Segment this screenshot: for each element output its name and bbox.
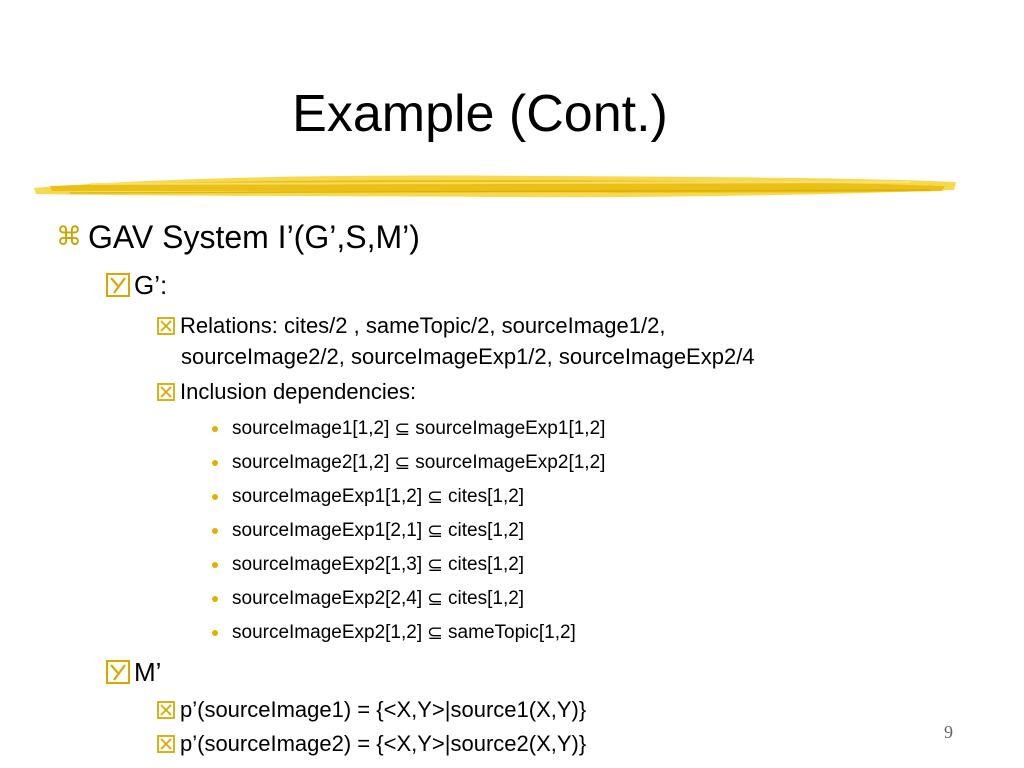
subset-symbol: ⊆ xyxy=(394,418,411,440)
dependency-right: cites[1,2] xyxy=(448,520,525,541)
dependency-item: sourceImageExp1[1,2] ⊆ cites[1,2] xyxy=(212,484,524,510)
dependency-right: cites[1,2] xyxy=(448,486,525,507)
dependency-item: sourceImageExp2[1,3] ⊆ cites[1,2] xyxy=(212,552,524,578)
checkbox-y-icon xyxy=(106,273,130,297)
inclusion-label: Inclusion dependencies: xyxy=(180,379,417,404)
checkbox-y-icon xyxy=(106,660,130,684)
dependency-item: sourceImageExp2[1,2] ⊆ sameTopic[1,2] xyxy=(212,620,576,646)
slide-title: Example (Cont.) xyxy=(292,85,668,143)
dependency-left: sourceImageExp1[2,1] xyxy=(232,520,423,541)
bullet-dot-icon xyxy=(212,494,218,500)
bullet-mapping-2: p’(sourceImage2) = {<X,Y>|source2(X,Y)} xyxy=(157,730,586,758)
bullet-mapping-1: p’(sourceImage1) = {<X,Y>|source1(X,Y)} xyxy=(157,696,586,724)
bullet-dot-icon xyxy=(212,596,218,602)
subset-symbol: ⊆ xyxy=(394,452,411,474)
mapping-1-text: p’(sourceImage1) = {<X,Y>|source1(X,Y)} xyxy=(180,697,587,722)
m-label: M’ xyxy=(134,656,162,687)
subset-symbol: ⊆ xyxy=(427,520,444,542)
subset-symbol: ⊆ xyxy=(427,622,444,644)
dependency-left: sourceImageExp1[1,2] xyxy=(232,486,423,507)
dependency-right: sourceImageExp2[1,2] xyxy=(415,452,606,473)
dependency-item: sourceImageExp2[2,4] ⊆ cites[1,2] xyxy=(212,586,524,612)
checkbox-x-icon xyxy=(157,735,175,753)
dependency-left: sourceImageExp2[1,3] xyxy=(232,554,423,575)
page-number: 9 xyxy=(944,722,953,742)
dependency-right: cites[1,2] xyxy=(448,588,525,609)
checkbox-x-icon xyxy=(157,383,175,401)
dependency-item: sourceImage1[1,2] ⊆ sourceImageExp1[1,2] xyxy=(212,416,605,442)
bullet-m: M’ xyxy=(106,656,161,688)
command-key-icon: ⌘ xyxy=(56,222,82,252)
dependency-right: sourceImageExp1[1,2] xyxy=(415,418,606,439)
relations-line-2: sourceImage2/2, sourceImageExp1/2, sourc… xyxy=(181,344,755,369)
dependency-right: cites[1,2] xyxy=(448,554,525,575)
dependency-left: sourceImage2[1,2] xyxy=(232,452,390,473)
relations-continuation: sourceImage2/2, sourceImageExp1/2, sourc… xyxy=(181,343,755,371)
dependency-item: sourceImage2[1,2] ⊆ sourceImageExp2[1,2] xyxy=(212,450,605,476)
bullet-g: G’: xyxy=(106,269,167,301)
checkbox-x-icon xyxy=(157,701,175,719)
checkbox-x-icon xyxy=(157,317,175,335)
dependency-left: sourceImageExp2[1,2] xyxy=(232,622,423,643)
g-label: G’: xyxy=(134,269,168,300)
system-text: GAV System I’(G’,S,M’) xyxy=(88,218,420,255)
dependency-left: sourceImageExp2[2,4] xyxy=(232,588,423,609)
bullet-dot-icon xyxy=(212,630,218,636)
bullet-relations: Relations: cites/2 , sameTopic/2, source… xyxy=(157,312,665,340)
bullet-dot-icon xyxy=(212,426,218,432)
bullet-inclusion: Inclusion dependencies: xyxy=(157,378,416,406)
relations-line-1: Relations: cites/2 , sameTopic/2, source… xyxy=(180,313,666,338)
subset-symbol: ⊆ xyxy=(427,554,444,576)
bullet-dot-icon xyxy=(212,528,218,534)
dependency-item: sourceImageExp1[2,1] ⊆ cites[1,2] xyxy=(212,518,524,544)
subset-symbol: ⊆ xyxy=(427,588,444,610)
dependency-right: sameTopic[1,2] xyxy=(448,622,576,643)
subset-symbol: ⊆ xyxy=(427,486,444,508)
dependency-left: sourceImage1[1,2] xyxy=(232,418,390,439)
title-underline-brush xyxy=(34,175,956,198)
bullet-dot-icon xyxy=(212,460,218,466)
bullet-dot-icon xyxy=(212,562,218,568)
mapping-2-text: p’(sourceImage2) = {<X,Y>|source2(X,Y)} xyxy=(180,731,587,756)
bullet-system: ⌘ GAV System I’(G’,S,M’) xyxy=(56,217,420,257)
